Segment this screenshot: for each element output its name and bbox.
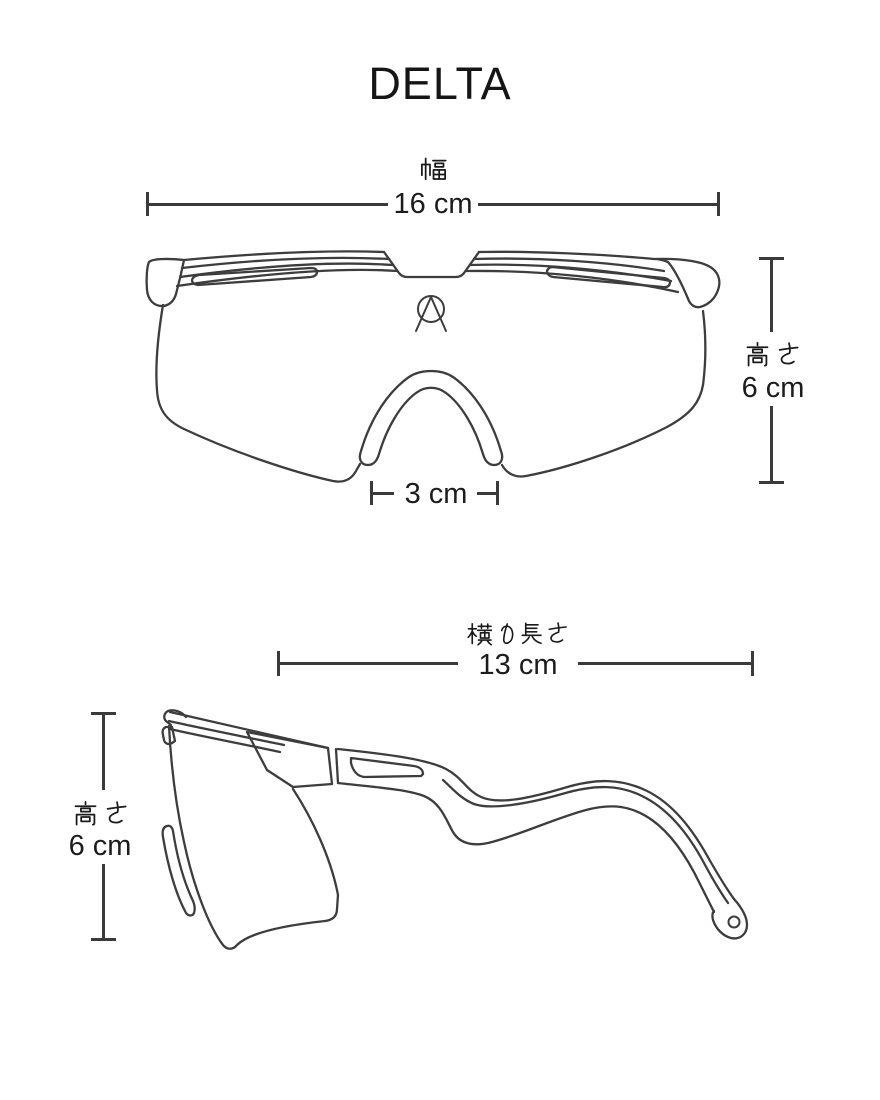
front-height-tick-bottom [759, 481, 784, 484]
side-height-tick-bottom [91, 938, 116, 941]
side-hinge-line [334, 747, 340, 785]
nose-dim-tick-left [370, 481, 373, 505]
front-bar-line-4-left [175, 268, 399, 288]
front-bar-line-1-right [477, 250, 656, 261]
nose-dim-tick-right [496, 481, 499, 505]
front-bar-line-4-right [464, 269, 680, 294]
side-length-value: 13 cm [478, 649, 558, 681]
side-lens-edge-strip [161, 824, 196, 917]
front-lens-right-bottom [500, 309, 707, 478]
front-bar-line-1-left [182, 250, 386, 262]
front-height-line-bottom [770, 406, 773, 483]
side-temple-mid-line [441, 778, 730, 905]
side-height-label-jp-sa [106, 801, 127, 824]
nose-dim-stub-left [372, 492, 394, 495]
product-title: DELTA [368, 58, 512, 109]
front-width-tick-right [717, 192, 720, 216]
side-temple-bottom-line [336, 781, 716, 914]
side-length-tick-right [751, 651, 754, 676]
glasses-front-view [145, 250, 721, 483]
front-nose-arch [358, 369, 504, 467]
side-length-label-jp-no [500, 623, 514, 645]
glasses-side-view [161, 709, 749, 950]
front-vent-slot-left [190, 266, 319, 287]
side-lens-outline [167, 724, 340, 950]
front-vent-slot-right [545, 265, 672, 289]
side-height-line-top [102, 714, 105, 790]
side-height-line-bottom [102, 864, 105, 939]
front-bar-line-2-left [180, 256, 391, 270]
side-length-label-jp-naga [521, 622, 542, 645]
front-height-tick-top [759, 257, 784, 260]
nose-dim-stub-right [477, 492, 499, 495]
side-temple-cutout [349, 756, 425, 779]
front-bar-line-2-right [472, 257, 666, 273]
front-height-label-jp-sa [778, 342, 799, 365]
side-length-label-jp-sa [548, 622, 567, 643]
side-temple-tip-hole [727, 915, 741, 929]
front-width-line-right [478, 203, 719, 206]
front-lens-left-bottom [155, 303, 362, 483]
logo-circle-icon [417, 295, 445, 323]
front-height-line-top [770, 259, 773, 332]
nose-dim-value: 3 cm [404, 478, 468, 510]
front-height-value: 6 cm [741, 372, 805, 404]
side-temple-top-line [336, 747, 736, 901]
side-height-value: 6 cm [68, 830, 132, 862]
logo-a-icon [415, 296, 447, 332]
side-length-line-left [278, 662, 458, 665]
side-front-tip-foot [161, 725, 177, 746]
side-front-tip-cap [163, 709, 188, 727]
front-center-notch [382, 250, 481, 279]
front-left-end-cap [145, 257, 186, 308]
side-length-label-jp-yoko [467, 622, 492, 646]
side-bar-line-2 [167, 719, 286, 747]
side-hinge-block [245, 730, 334, 789]
side-length-line-right [578, 662, 752, 665]
front-width-value: 16 cm [393, 188, 473, 220]
front-height-label-jp-taka [746, 342, 769, 367]
side-height-tick-top [91, 712, 116, 715]
front-right-end-cap [652, 257, 721, 309]
front-width-label-jp [421, 157, 447, 181]
front-width-line-left [147, 203, 388, 206]
side-bar-line-3 [168, 727, 282, 754]
side-height-label-jp-taka [74, 801, 97, 826]
side-temple-tip [711, 897, 749, 940]
